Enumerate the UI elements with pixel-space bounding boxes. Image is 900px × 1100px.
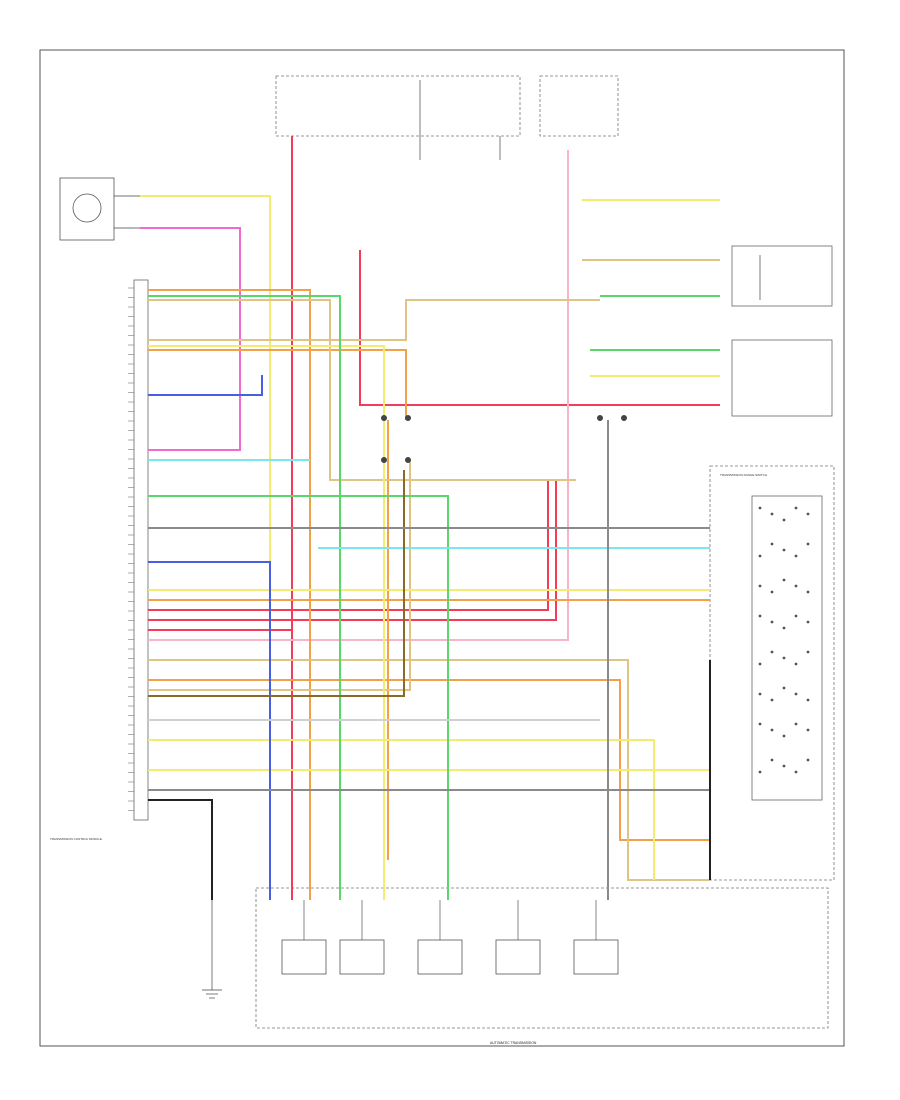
trs-contact [794, 770, 798, 774]
junction-node [405, 415, 411, 421]
trs-contact [770, 590, 774, 594]
wire-orange-2 [148, 349, 407, 420]
wire-yellow-7 [148, 345, 385, 900]
trs-contact [806, 590, 810, 594]
trs-contact [770, 620, 774, 624]
trs-contact [782, 578, 786, 582]
wire-red-c [148, 480, 549, 611]
trs-contact [782, 518, 786, 522]
wire-lightpink-feed [148, 150, 569, 641]
trs-contact [770, 512, 774, 516]
trs-contact [758, 662, 762, 666]
wire-black-ground [148, 799, 213, 900]
diagram-frame [39, 49, 845, 1047]
wire-tan-1 [148, 299, 576, 481]
trs-contact [806, 512, 810, 516]
wire-green-2 [148, 495, 449, 900]
tcm-connector: TRANSMISSION CONTROL MODULE [50, 279, 149, 841]
trs-contact [794, 614, 798, 618]
solenoid-body [495, 939, 541, 975]
trs-contact [758, 770, 762, 774]
wire-blue-2 [148, 561, 271, 900]
solenoid-body [339, 939, 385, 975]
transmission-range-switch: TRANSMISSION RANGE SWITCH [709, 465, 835, 881]
wire-orange-1 [148, 289, 311, 900]
trs-contact [794, 692, 798, 696]
solenoid-body [417, 939, 463, 975]
junction-markers [381, 415, 627, 463]
wire-blue-1 [148, 375, 263, 396]
trs-contact [794, 506, 798, 510]
solenoid-block [255, 887, 829, 1029]
trs-contact [758, 614, 762, 618]
trs-contact [782, 626, 786, 630]
trs-contact [782, 548, 786, 552]
wire-red-b [148, 480, 557, 621]
trs-contact [806, 542, 810, 546]
trs-contact [758, 584, 762, 588]
trs-contact [806, 650, 810, 654]
trs-contact [806, 620, 810, 624]
trs-contact [782, 734, 786, 738]
solenoid-body [573, 939, 619, 975]
trs-contact [758, 722, 762, 726]
solenoid-body [281, 939, 327, 975]
trs-contact [758, 554, 762, 558]
brake-switch-group [731, 245, 833, 417]
fuse-block-group [275, 75, 619, 160]
wire-green-1 [148, 295, 341, 900]
trs-contact [770, 728, 774, 732]
footer-label: AUTOMATIC TRANSMISSION [490, 1041, 537, 1045]
trs-contact [770, 542, 774, 546]
trs-contact [794, 554, 798, 558]
trs-label: TRANSMISSION RANGE SWITCH [720, 473, 767, 477]
wire-tan-2 [148, 299, 600, 341]
wire-orange-3 [148, 679, 710, 841]
trs-contact [770, 698, 774, 702]
trs-contact [758, 692, 762, 696]
wire-tan-4 [148, 460, 411, 691]
wire-brown-1 [148, 470, 405, 697]
trs-contact [770, 650, 774, 654]
ground-symbol [202, 900, 222, 999]
trs-contact [782, 686, 786, 690]
vehicle-speed-sensor [59, 177, 140, 241]
wire-harness [140, 136, 720, 900]
wire-yellow-3 [148, 739, 655, 880]
junction-node [621, 415, 627, 421]
trs-contact [806, 698, 810, 702]
trs-contact [794, 584, 798, 588]
trs-contact [782, 764, 786, 768]
tcm-label: TRANSMISSION CONTROL MODULE [50, 837, 102, 841]
junction-node [381, 457, 387, 463]
trs-contact [794, 722, 798, 726]
trs-contact [782, 656, 786, 660]
trs-contact [794, 662, 798, 666]
junction-node [597, 415, 603, 421]
junction-node [405, 457, 411, 463]
wire-red-brake [359, 250, 720, 406]
trs-contact [806, 758, 810, 762]
trs-contact [806, 728, 810, 732]
junction-node [381, 415, 387, 421]
trs-contact [770, 758, 774, 762]
trs-contact [758, 506, 762, 510]
